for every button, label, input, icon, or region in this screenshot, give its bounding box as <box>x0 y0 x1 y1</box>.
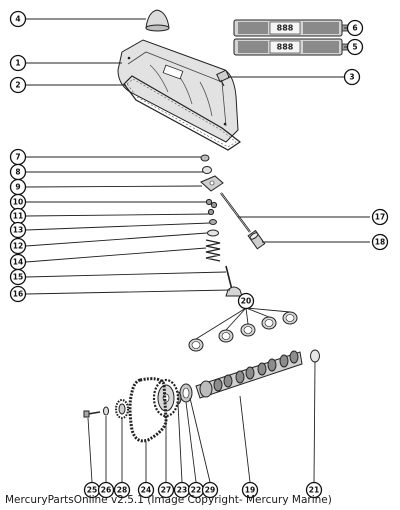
callout-11[interactable]: 11 <box>9 207 27 225</box>
callout-1-label: 1 <box>15 59 20 68</box>
part-grommet <box>145 9 170 32</box>
part-rocker-ball <box>202 166 212 174</box>
callout-15-label: 15 <box>13 273 23 282</box>
callout-29[interactable]: 29 <box>201 481 219 499</box>
callout-20[interactable]: 20 <box>237 292 255 310</box>
callout-15[interactable]: 15 <box>9 268 27 286</box>
part-valve-cover-gasket <box>123 75 242 151</box>
can-label-lower: 888 <box>277 43 294 52</box>
callout-7[interactable]: 7 <box>9 148 27 166</box>
part-cam-bearings <box>188 311 298 352</box>
callout-5[interactable]: 5 <box>346 38 364 56</box>
callout-3-label: 3 <box>349 73 354 82</box>
callout-13-label: 13 <box>13 226 23 235</box>
callout-21[interactable]: 21 <box>305 481 323 499</box>
callout-4-label: 4 <box>15 15 20 24</box>
callout-12[interactable]: 12 <box>9 237 27 255</box>
part-push-rod <box>220 192 251 233</box>
callout-18[interactable]: 18 <box>371 233 389 251</box>
callout-6[interactable]: 6 <box>346 19 364 37</box>
callout-9-label: 9 <box>15 183 20 192</box>
callout-2[interactable]: 2 <box>9 76 27 94</box>
callout-19[interactable]: 19 <box>241 481 259 499</box>
part-crank-sprocket <box>115 399 129 419</box>
callout-10[interactable]: 10 <box>9 193 27 211</box>
callout-14[interactable]: 14 <box>9 253 27 271</box>
callout-18-label: 18 <box>375 238 385 247</box>
callout-7-label: 7 <box>15 153 20 162</box>
part-thrust-plate <box>179 383 193 403</box>
part-rocker-arm <box>200 175 224 192</box>
callout-25[interactable]: 25 <box>83 481 101 499</box>
callout-27-label: 27 <box>161 486 171 495</box>
callout-28-label: 28 <box>117 486 127 495</box>
callout-16[interactable]: 16 <box>9 285 27 303</box>
part-lifter <box>247 229 266 250</box>
callout-2-label: 2 <box>15 81 20 90</box>
leader-lines <box>25 18 370 483</box>
can-label-upper: 888 <box>277 24 294 33</box>
callout-11-label: 11 <box>13 212 23 221</box>
callout-1[interactable]: 1 <box>9 54 27 72</box>
part-breather <box>216 69 230 87</box>
callout-4[interactable]: 4 <box>9 10 27 28</box>
callout-3[interactable]: 3 <box>343 68 361 86</box>
part-valve-spring <box>205 238 221 262</box>
callout-14-label: 14 <box>13 258 23 267</box>
part-valve <box>225 265 243 297</box>
callout-24[interactable]: 24 <box>137 481 155 499</box>
callout-24-label: 24 <box>141 486 151 495</box>
part-valve-seal <box>209 219 217 225</box>
part-keepers <box>205 198 218 216</box>
callout-8[interactable]: 8 <box>9 163 27 181</box>
callout-17-label: 17 <box>375 213 385 222</box>
part-timing-chain <box>128 377 168 443</box>
callout-23-label: 23 <box>177 486 187 495</box>
part-cam-plug <box>310 349 320 363</box>
callout-27[interactable]: 27 <box>157 481 175 499</box>
callout-9[interactable]: 9 <box>9 178 27 196</box>
callout-12-label: 12 <box>13 242 23 251</box>
part-valve-cover <box>117 39 239 143</box>
part-cam-sprocket <box>152 378 180 418</box>
callout-29-label: 29 <box>205 486 215 495</box>
callout-25-label: 25 <box>87 486 97 495</box>
callout-21-label: 21 <box>309 486 319 495</box>
callout-20-label: 20 <box>241 297 251 306</box>
copyright-text: MercuryPartsOnline v2.5.1 (Image Copyrig… <box>5 494 332 506</box>
part-valve-retainer <box>207 229 219 237</box>
callout-17[interactable]: 17 <box>371 208 389 226</box>
part-rocker-nut <box>200 154 210 162</box>
callout-5-label: 5 <box>352 43 357 52</box>
callout-22-label: 22 <box>191 486 201 495</box>
callout-6-label: 6 <box>352 24 357 33</box>
callout-26-label: 26 <box>101 486 111 495</box>
callout-19-label: 19 <box>245 486 255 495</box>
callout-16-label: 16 <box>13 290 23 299</box>
callout-26[interactable]: 26 <box>97 481 115 499</box>
part-washer <box>103 406 109 416</box>
callout-13[interactable]: 13 <box>9 221 27 239</box>
part-bolt <box>83 410 101 418</box>
callout-10-label: 10 <box>13 198 23 207</box>
callout-28[interactable]: 28 <box>113 481 131 499</box>
part-camshaft <box>195 350 303 399</box>
part-sealant-can-upper <box>233 19 349 37</box>
callout-8-label: 8 <box>15 168 20 177</box>
